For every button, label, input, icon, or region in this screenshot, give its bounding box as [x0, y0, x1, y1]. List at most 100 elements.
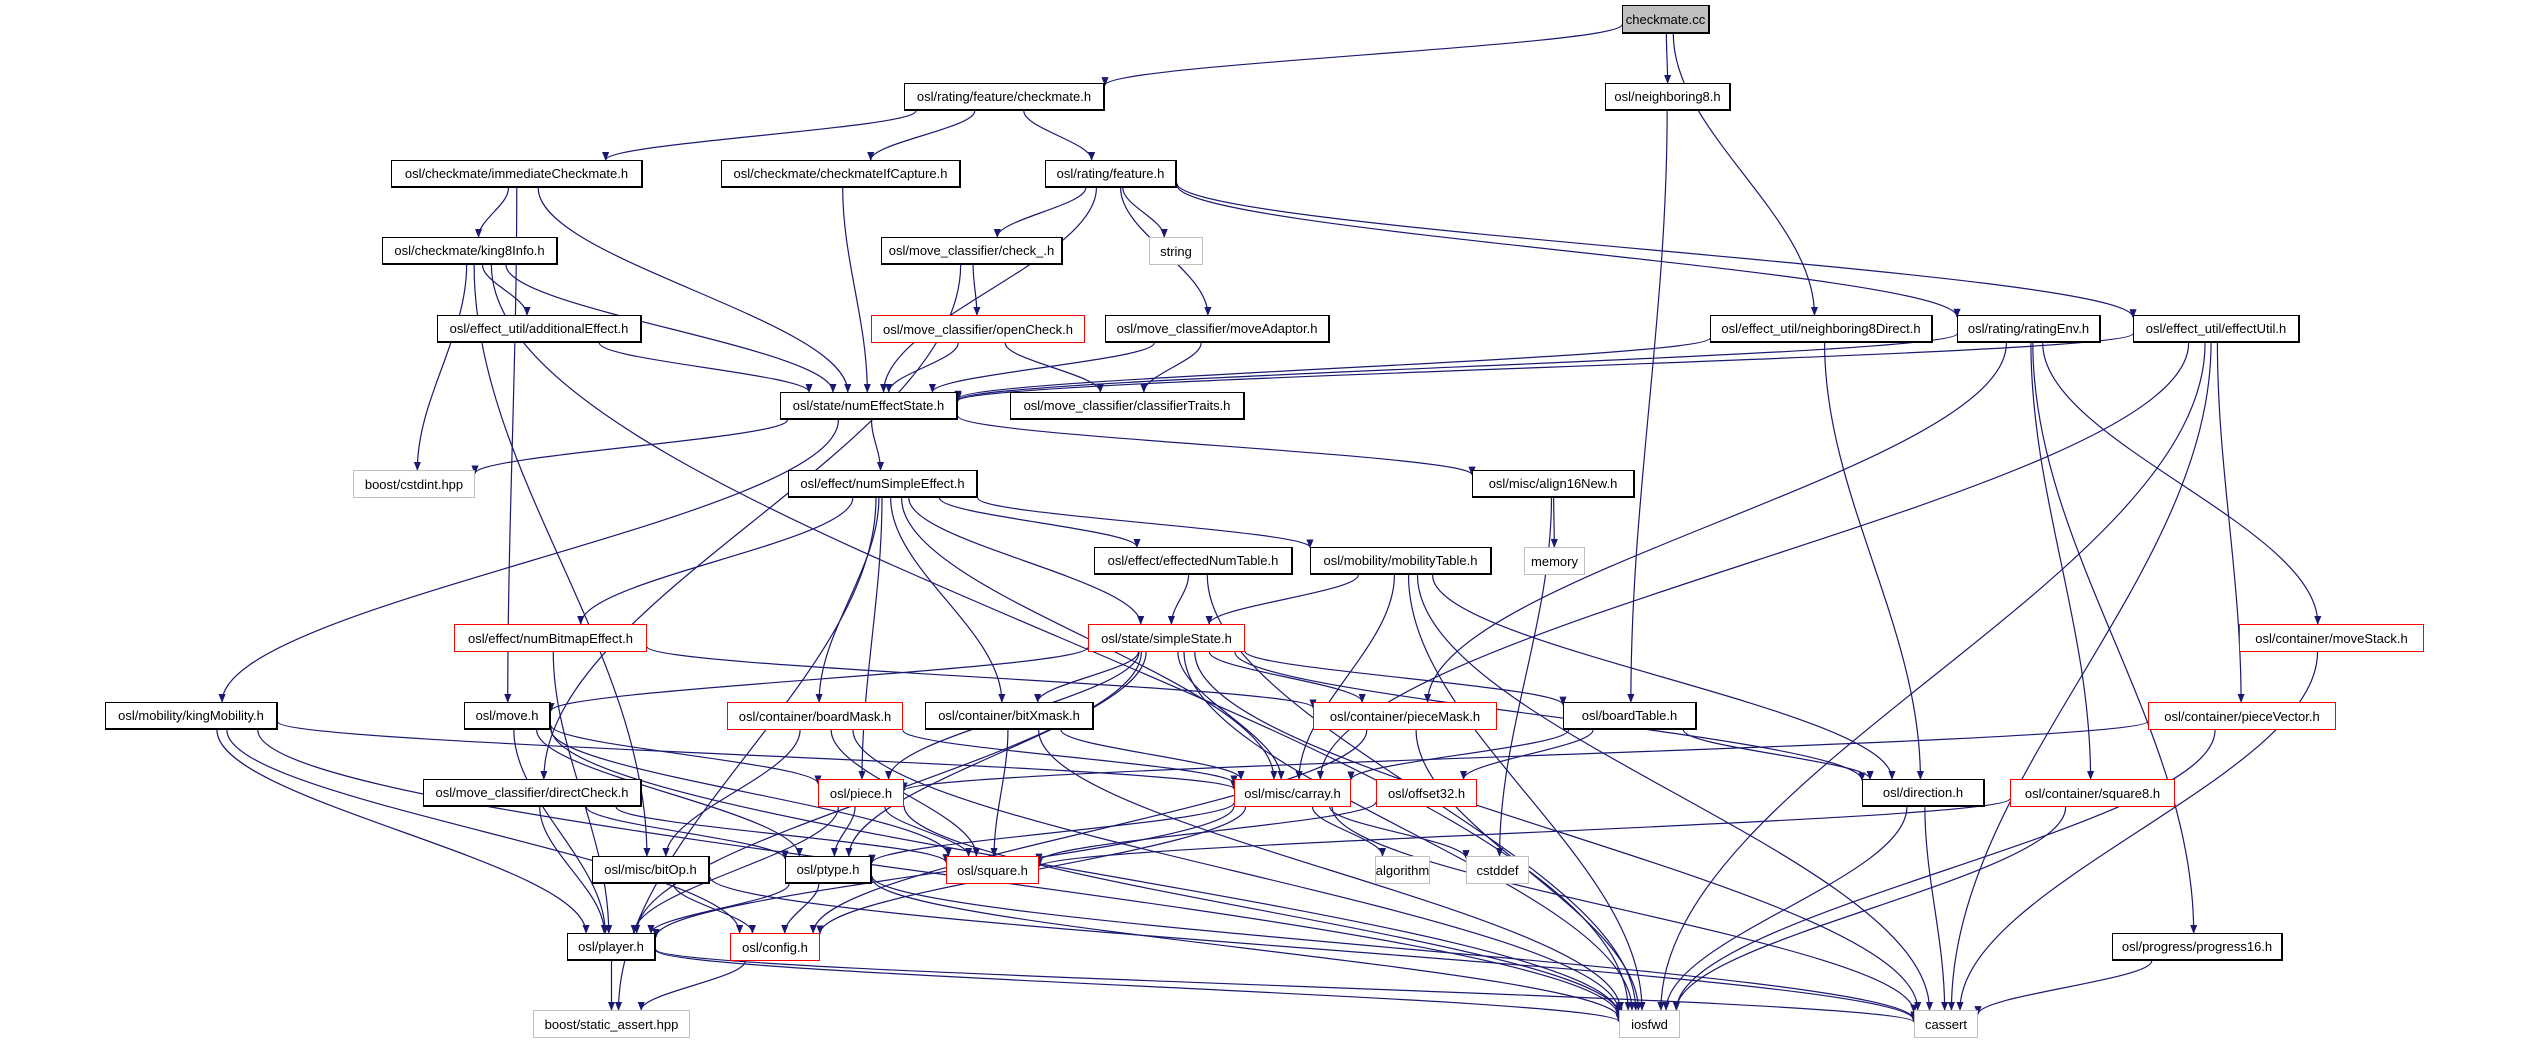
node-osl-container-bitxmask-h[interactable]: osl/container/bitXmask.h [925, 702, 1094, 730]
edge-bitxmask-to-iosfwd [1037, 729, 1624, 1011]
node-osl-container-square8-h[interactable]: osl/container/square8.h [2010, 779, 2175, 807]
node-osl-container-boardmask-h[interactable]: osl/container/boardMask.h [727, 702, 903, 730]
node-osl-boardtable-h[interactable]: osl/boardTable.h [1563, 702, 1697, 730]
edge-numsimpleeffect-to-simplestate [908, 497, 1145, 625]
node-algorithm[interactable]: algorithm [1375, 856, 1430, 884]
node-osl-mobility-kingmobility-h[interactable]: osl/mobility/kingMobility.h [105, 702, 278, 730]
edge-effectutil-to-iosfwd [1657, 342, 2206, 1011]
edge-simplestate-to-bitxmask [1034, 651, 1139, 703]
edge-piece-to-player [630, 806, 839, 934]
node-checkmate-cc[interactable]: checkmate.cc [1622, 5, 1710, 34]
edge-numsimpleeffect-to-mobilitytable [977, 497, 1314, 549]
edge-moveadaptor-to-classifiertraits [1140, 342, 1202, 393]
edge-directcheck-to-player [539, 806, 608, 934]
node-osl-effect-util-neighboring8direct-h[interactable]: osl/effect_util/neighboring8Direct.h [1710, 315, 1933, 343]
edge-ptype-to-iosfwd [871, 878, 1623, 1020]
edge-boardmask-to-bitop [662, 729, 801, 857]
node-osl-effect-util-additionaleffect-h[interactable]: osl/effect_util/additionalEffect.h [437, 315, 642, 343]
node-osl-effect-util-effectutil-h[interactable]: osl/effect_util/effectUtil.h [2133, 315, 2300, 343]
node-memory[interactable]: memory [1524, 547, 1585, 575]
node-osl-container-movestack-h[interactable]: osl/container/moveStack.h [2239, 624, 2424, 652]
node-osl-move-classifier-directcheck-h[interactable]: osl/move_classifier/directCheck.h [423, 779, 642, 807]
edge-immediatecheckmate-to-numeffectstate [537, 187, 852, 393]
node-osl-ptype-h[interactable]: osl/ptype.h [785, 856, 872, 884]
node-osl-progress-progress16-h[interactable]: osl/progress/progress16.h [2112, 933, 2283, 961]
node-cassert[interactable]: cassert [1914, 1010, 1978, 1038]
node-osl-move-classifier-classifiertraits-h[interactable]: osl/move_classifier/classifierTraits.h [1010, 392, 1245, 420]
node-iosfwd[interactable]: iosfwd [1619, 1010, 1680, 1038]
node-osl-rating-ratingenv-h[interactable]: osl/rating/ratingEnv.h [1957, 315, 2101, 343]
node-osl-piece-h[interactable]: osl/piece.h [818, 779, 904, 807]
edge-player-to-iosfwd [655, 949, 1623, 1023]
node-boost-cstdint-hpp[interactable]: boost/cstdint.hpp [353, 470, 475, 498]
node-osl-config-h[interactable]: osl/config.h [730, 933, 820, 961]
edge-rating-feature-to-effectutil [1176, 183, 2137, 319]
edge-checkmate-cc-to-neighboring8direct [1672, 33, 1819, 316]
node-osl-square-h[interactable]: osl/square.h [946, 856, 1039, 884]
edge-mobilitytable-to-cassert [1416, 574, 1934, 1011]
edge-ratingenv-to-progress16 [2032, 342, 2198, 934]
node-osl-misc-carray-h[interactable]: osl/misc/carray.h [1234, 779, 1351, 807]
node-osl-direction-h[interactable]: osl/direction.h [1862, 779, 1985, 807]
edge-boardmask-to-carray [902, 729, 1238, 785]
node-osl-checkmate-immediatecheckmate-h[interactable]: osl/checkmate/immediateCheckmate.h [391, 160, 643, 188]
node-boost-static-assert-hpp[interactable]: boost/static_assert.hpp [533, 1010, 690, 1038]
node-osl-misc-align16new-h[interactable]: osl/misc/align16New.h [1472, 470, 1635, 498]
node-osl-effect-numbitmapeffect-h[interactable]: osl/effect/numBitmapEffect.h [454, 624, 647, 652]
node-osl-container-piecevector-h[interactable]: osl/container/pieceVector.h [2148, 702, 2336, 730]
node-osl-neighboring8-h[interactable]: osl/neighboring8.h [1605, 83, 1731, 111]
node-osl-misc-bitop-h[interactable]: osl/misc/bitOp.h [592, 856, 710, 884]
edge-simplestate-to-piecemask [1208, 651, 1366, 703]
edge-mobilitytable-to-carray [1295, 574, 1396, 780]
edge-kingmobility-to-config [226, 729, 744, 934]
edge-ratingenv-to-square8 [2030, 342, 2095, 780]
edge-neighboring8direct-to-numeffectstate [954, 337, 1711, 400]
edge-mobilitytable-to-iosfwd [1407, 574, 1646, 1011]
edge-neighboring8direct-to-direction [1823, 342, 1925, 780]
node-osl-move-classifier-moveadaptor-h[interactable]: osl/move_classifier/moveAdaptor.h [1105, 315, 1330, 343]
node-osl-rating-feature-checkmate-h[interactable]: osl/rating/feature/checkmate.h [904, 83, 1105, 111]
node-osl-offset32-h[interactable]: osl/offset32.h [1376, 779, 1477, 807]
edge-effectutil-to-numeffectstate [954, 333, 2134, 402]
node-cstddef[interactable]: cstddef [1466, 856, 1529, 884]
edge-rating-feature-checkmate-to-checkmateifcapture [867, 110, 976, 161]
edge-immediatecheckmate-to-king8info [474, 187, 510, 238]
node-osl-move-classifier-check-h[interactable]: osl/move_classifier/check_.h [881, 237, 1063, 265]
edge-piece-to-ptype [830, 806, 856, 857]
node-osl-effect-numsimpleeffect-h[interactable]: osl/effect/numSimpleEffect.h [788, 470, 978, 498]
node-string[interactable]: string [1149, 237, 1203, 265]
node-osl-checkmate-king8info-h[interactable]: osl/checkmate/king8Info.h [382, 237, 558, 265]
node-osl-state-simplestate-h[interactable]: osl/state/simpleState.h [1088, 624, 1245, 652]
node-osl-effect-effectednumtable-h[interactable]: osl/effect/effectedNumTable.h [1094, 547, 1293, 575]
edge-progress16-to-cassert [1974, 960, 2153, 1016]
edge-king8info-to-iosfwd [490, 264, 1632, 1011]
node-osl-state-numeffectstate-h[interactable]: osl/state/numEffectState.h [780, 392, 958, 420]
edge-rating-feature-to-string [1122, 187, 1168, 238]
node-osl-checkmate-checkmateifcapture-h[interactable]: osl/checkmate/checkmateIfCapture.h [721, 160, 961, 188]
edge-simplestate-to-ptype [845, 651, 1147, 857]
node-osl-mobility-mobilitytable-h[interactable]: osl/mobility/mobilityTable.h [1310, 547, 1492, 575]
edge-kingmobility-to-player [216, 729, 590, 934]
edge-simplestate-to-carray [1177, 651, 1285, 780]
edge-rating-feature-checkmate-to-rating-feature [1023, 110, 1096, 161]
edge-piece-to-square [884, 806, 973, 857]
node-osl-player-h[interactable]: osl/player.h [567, 933, 656, 961]
node-osl-container-piecemask-h[interactable]: osl/container/pieceMask.h [1313, 702, 1497, 730]
edge-piecemask-to-config [809, 729, 1368, 934]
edge-piecevector-to-piece [900, 720, 2149, 792]
node-osl-rating-feature-h[interactable]: osl/rating/feature.h [1045, 160, 1177, 188]
edge-ptype-to-player [647, 883, 790, 934]
edge-simplestate-to-iosfwd [1183, 651, 1636, 1011]
edge-kingmobility-to-iosfwd [257, 729, 1623, 1019]
edge-checkmate-cc-to-rating-feature-checkmate [1101, 24, 1623, 87]
edge-move-to-ptype [536, 729, 803, 857]
edge-square8-to-square [1035, 798, 2011, 868]
edge-offset32-to-square [1035, 801, 1377, 863]
edge-mobilitytable-to-direction [1431, 574, 1896, 780]
edge-numsimpleeffect-to-carray [900, 497, 1278, 780]
edge-bitop-to-cassert [709, 876, 1918, 1022]
edge-piece-to-iosfwd [903, 805, 1623, 1016]
edge-bitop-to-config [672, 883, 757, 934]
node-osl-move-h[interactable]: osl/move.h [464, 702, 551, 730]
node-osl-move-classifier-opencheck-h[interactable]: osl/move_classifier/openCheck.h [871, 315, 1085, 343]
